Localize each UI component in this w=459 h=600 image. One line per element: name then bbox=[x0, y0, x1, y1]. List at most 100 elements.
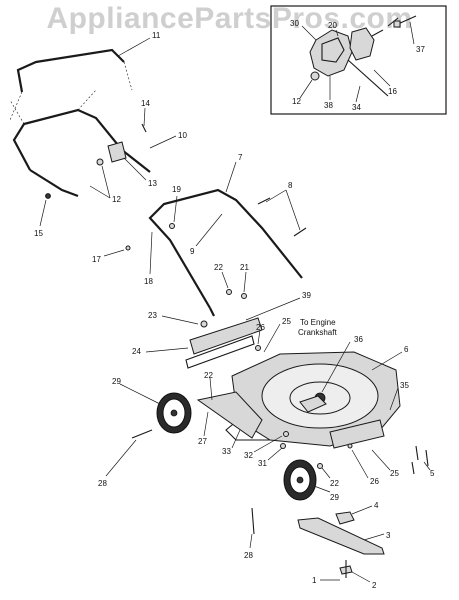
wheel-bolt-28a bbox=[131, 429, 153, 439]
deflector-24 bbox=[185, 335, 255, 369]
leader-12a bbox=[89, 165, 111, 199]
leader-28b bbox=[249, 533, 253, 549]
leader-18 bbox=[149, 231, 153, 275]
side-hardware bbox=[317, 443, 429, 475]
inset-spring bbox=[371, 17, 399, 37]
callout-numbers: 11 14 10 13 12 15 7 19 8 9 17 18 22 21 3… bbox=[34, 19, 435, 590]
callout-37: 37 bbox=[416, 45, 425, 54]
nut-26b bbox=[347, 443, 353, 449]
leader-17 bbox=[103, 249, 125, 257]
bolt-23 bbox=[200, 320, 208, 328]
discharge-chute-33 bbox=[196, 391, 263, 439]
leader-16 bbox=[373, 69, 391, 87]
callout-24: 24 bbox=[132, 347, 141, 356]
callout-13: 13 bbox=[148, 179, 157, 188]
leader-37 bbox=[409, 21, 415, 45]
leader-33 bbox=[231, 429, 241, 449]
callout-33: 33 bbox=[222, 447, 231, 456]
handle-pins-8 bbox=[257, 197, 307, 237]
washer-12 bbox=[96, 158, 104, 166]
bolt-14 bbox=[141, 123, 147, 133]
leader-39 bbox=[245, 297, 301, 321]
deck-side-35 bbox=[329, 419, 385, 449]
leader-19 bbox=[173, 195, 178, 223]
leader-29a bbox=[119, 383, 161, 405]
leader-21 bbox=[243, 271, 247, 293]
callout-22b: 22 bbox=[204, 371, 213, 380]
wheel-29-axle bbox=[170, 409, 178, 417]
leader-12b bbox=[299, 79, 313, 99]
leader-7 bbox=[225, 161, 237, 193]
leader-26a bbox=[257, 329, 261, 345]
lower-handle-end bbox=[209, 307, 215, 317]
leader-27 bbox=[203, 411, 209, 437]
wheel-29b-axle bbox=[296, 476, 304, 484]
callout-29b: 29 bbox=[330, 493, 339, 502]
leader-8 bbox=[265, 189, 301, 231]
callout-25b: 25 bbox=[390, 469, 399, 478]
leader-25b bbox=[371, 449, 391, 471]
knob-19 bbox=[169, 223, 175, 229]
leader-34 bbox=[355, 85, 361, 103]
callout-10: 10 bbox=[178, 131, 187, 140]
middle-handle-lower bbox=[29, 169, 79, 198]
leader-29b bbox=[313, 485, 331, 493]
leader-9 bbox=[195, 213, 223, 247]
callout-12a: 12 bbox=[112, 195, 121, 204]
callout-30: 30 bbox=[290, 19, 299, 28]
callout-22c: 22 bbox=[330, 479, 339, 488]
blade-3 bbox=[297, 517, 385, 555]
bolt-17 bbox=[125, 245, 131, 251]
wheel-bolt-28b bbox=[251, 507, 255, 535]
callout-12b: 12 bbox=[292, 97, 301, 106]
leader-10 bbox=[149, 135, 177, 149]
deck-skirt bbox=[225, 419, 270, 441]
leader-2 bbox=[351, 571, 371, 583]
callout-25a: 25 bbox=[282, 317, 291, 326]
handle-knob-13 bbox=[107, 141, 127, 163]
bolt-31 bbox=[280, 443, 286, 449]
adapter-4 bbox=[335, 511, 355, 525]
leader-28a bbox=[105, 439, 137, 477]
leader-26b bbox=[351, 449, 369, 479]
bracket-36 bbox=[299, 395, 327, 413]
callout-18: 18 bbox=[144, 277, 153, 286]
middle-handle-dash bbox=[9, 89, 97, 125]
callout-31: 31 bbox=[258, 459, 267, 468]
nut-22c bbox=[317, 463, 323, 469]
rear-wheel bbox=[251, 459, 317, 535]
callout-22a: 22 bbox=[214, 263, 223, 272]
nut-26 bbox=[255, 345, 261, 351]
leader-36 bbox=[321, 341, 351, 393]
leader-22a bbox=[221, 271, 229, 289]
callout-7: 7 bbox=[238, 153, 243, 162]
engine-annotation-line1: To Engine bbox=[300, 318, 336, 327]
callout-27: 27 bbox=[198, 437, 207, 446]
callout-38: 38 bbox=[324, 101, 333, 110]
callout-20: 20 bbox=[328, 21, 337, 30]
callout-35: 35 bbox=[400, 381, 409, 390]
callout-28b: 28 bbox=[244, 551, 253, 560]
callout-32: 32 bbox=[244, 451, 253, 460]
callout-1: 1 bbox=[312, 576, 317, 585]
leader-14 bbox=[143, 107, 146, 127]
leader-22b bbox=[209, 377, 213, 401]
callout-36: 36 bbox=[354, 335, 363, 344]
blade-assembly bbox=[297, 511, 385, 578]
callout-14: 14 bbox=[141, 99, 150, 108]
leader-lines bbox=[39, 21, 431, 583]
callout-23: 23 bbox=[148, 311, 157, 320]
callout-26b: 26 bbox=[370, 477, 379, 486]
leader-11 bbox=[117, 37, 151, 57]
leader-32 bbox=[253, 435, 283, 453]
callout-3: 3 bbox=[386, 531, 391, 540]
watermark: AppliancePartsPros.com bbox=[46, 2, 413, 35]
upper-handle-bar bbox=[16, 48, 125, 93]
callout-29a: 29 bbox=[112, 377, 121, 386]
inset-frame bbox=[270, 5, 447, 115]
callout-15: 15 bbox=[34, 229, 43, 238]
lower-handle-bar bbox=[148, 188, 303, 309]
callout-39: 39 bbox=[302, 291, 311, 300]
rear-deflector bbox=[185, 317, 263, 369]
